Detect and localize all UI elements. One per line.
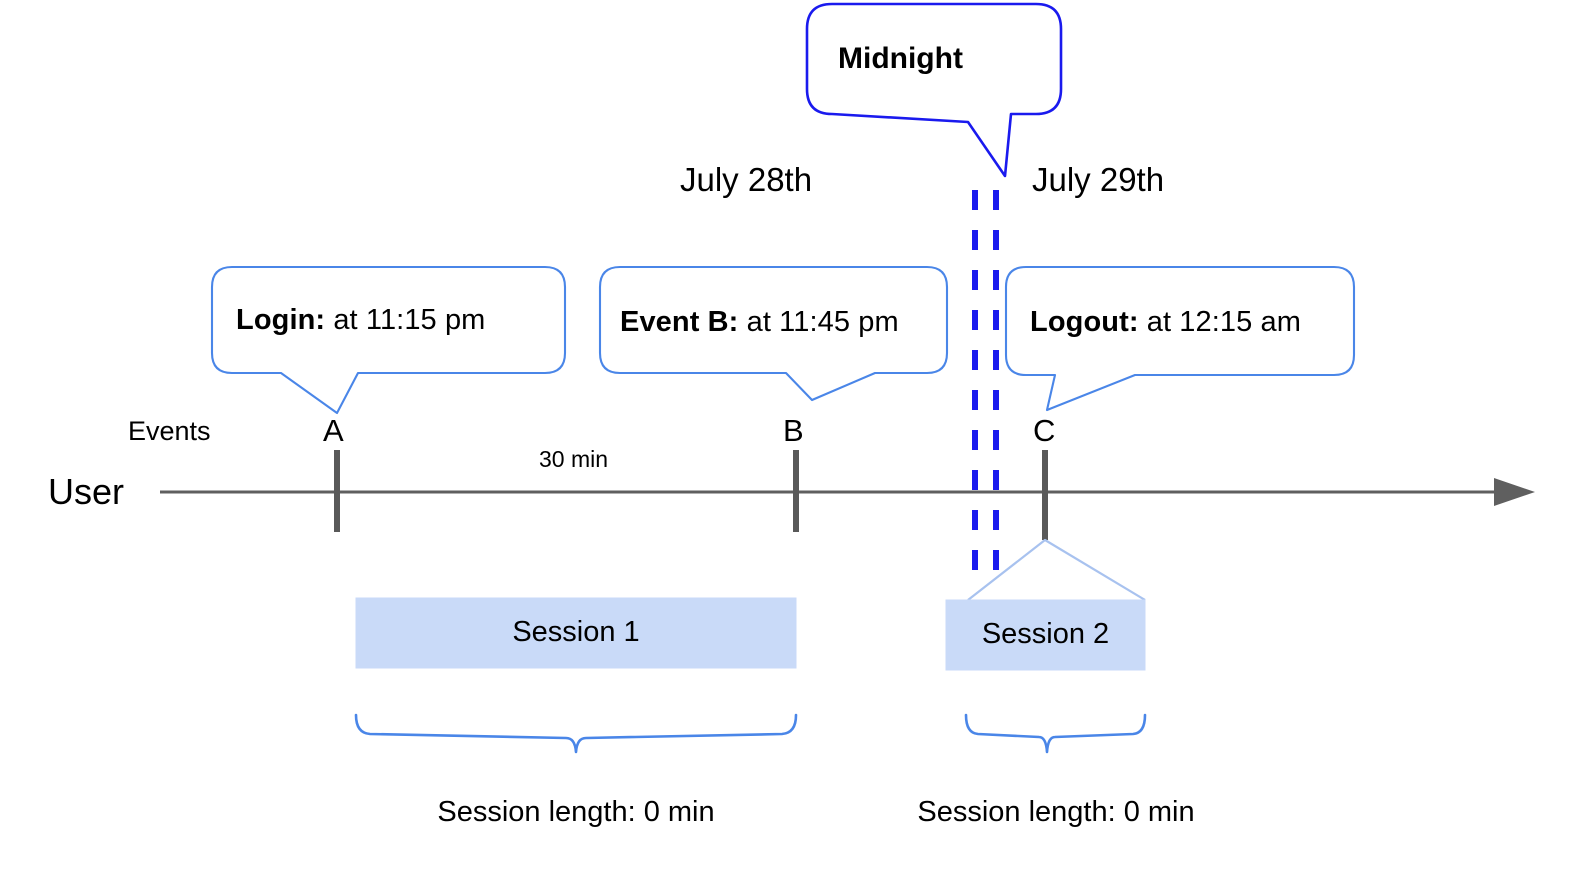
session-2-length-label: Session length: 0 min — [917, 796, 1195, 828]
session1-brace-path — [354, 713, 798, 754]
login-callout-outline — [210, 265, 567, 415]
date-label-july-29: July 29th — [1032, 161, 1165, 198]
logout-callout-outline — [1004, 265, 1356, 412]
session-1-label: Session 1 — [512, 616, 640, 648]
session2-connector — [967, 538, 1146, 601]
session-1-bar — [355, 597, 797, 669]
session2-brace — [964, 713, 1147, 754]
eventb-callout-detail: at 11:45 pm — [738, 306, 899, 338]
midnight-callout-shape — [805, 2, 1063, 178]
eventb-callout-text: Event B: at 11:45 pm — [620, 308, 899, 337]
session-bars — [355, 597, 1146, 671]
logout-callout-text: Logout: at 12:15 am — [1030, 308, 1301, 337]
events-row-label: Events — [128, 416, 211, 446]
eventb-callout-outline — [598, 265, 949, 402]
login-callout-detail: at 11:15 pm — [325, 304, 486, 336]
eventb-callout-lead: Event B: — [620, 306, 739, 338]
interval-duration-label: 30 min — [539, 446, 609, 472]
session-2-label: Session 2 — [981, 618, 1110, 650]
session2-connector-lines — [967, 538, 1146, 601]
midnight-divider-lines — [972, 190, 999, 578]
midnight-label: Midnight — [838, 42, 963, 75]
session2-brace-path — [964, 713, 1147, 754]
login-callout-lead: Login: — [236, 304, 326, 336]
event-markers — [334, 450, 1048, 540]
logout-callout-shape — [1004, 265, 1356, 412]
timeline-axis — [160, 478, 1535, 506]
date-label-july-28: July 28th — [680, 161, 813, 198]
login-callout-shape — [210, 265, 567, 415]
event-marker-label-a: A — [323, 413, 344, 448]
midnight-callout-outline — [805, 2, 1063, 178]
logout-callout-detail: at 12:15 am — [1138, 306, 1302, 338]
session-2-bar — [945, 599, 1146, 671]
session1-brace — [354, 713, 798, 754]
event-marker-label-b: B — [783, 413, 804, 448]
arrow-right-icon — [1494, 478, 1535, 506]
user-row-label: User — [48, 471, 125, 512]
session-1-length-label: Session length: 0 min — [437, 796, 715, 828]
logout-callout-lead: Logout: — [1030, 306, 1139, 338]
eventb-callout-shape — [598, 265, 949, 402]
event-marker-label-c: C — [1033, 413, 1056, 448]
login-callout-text: Login: at 11:15 pm — [236, 306, 485, 335]
